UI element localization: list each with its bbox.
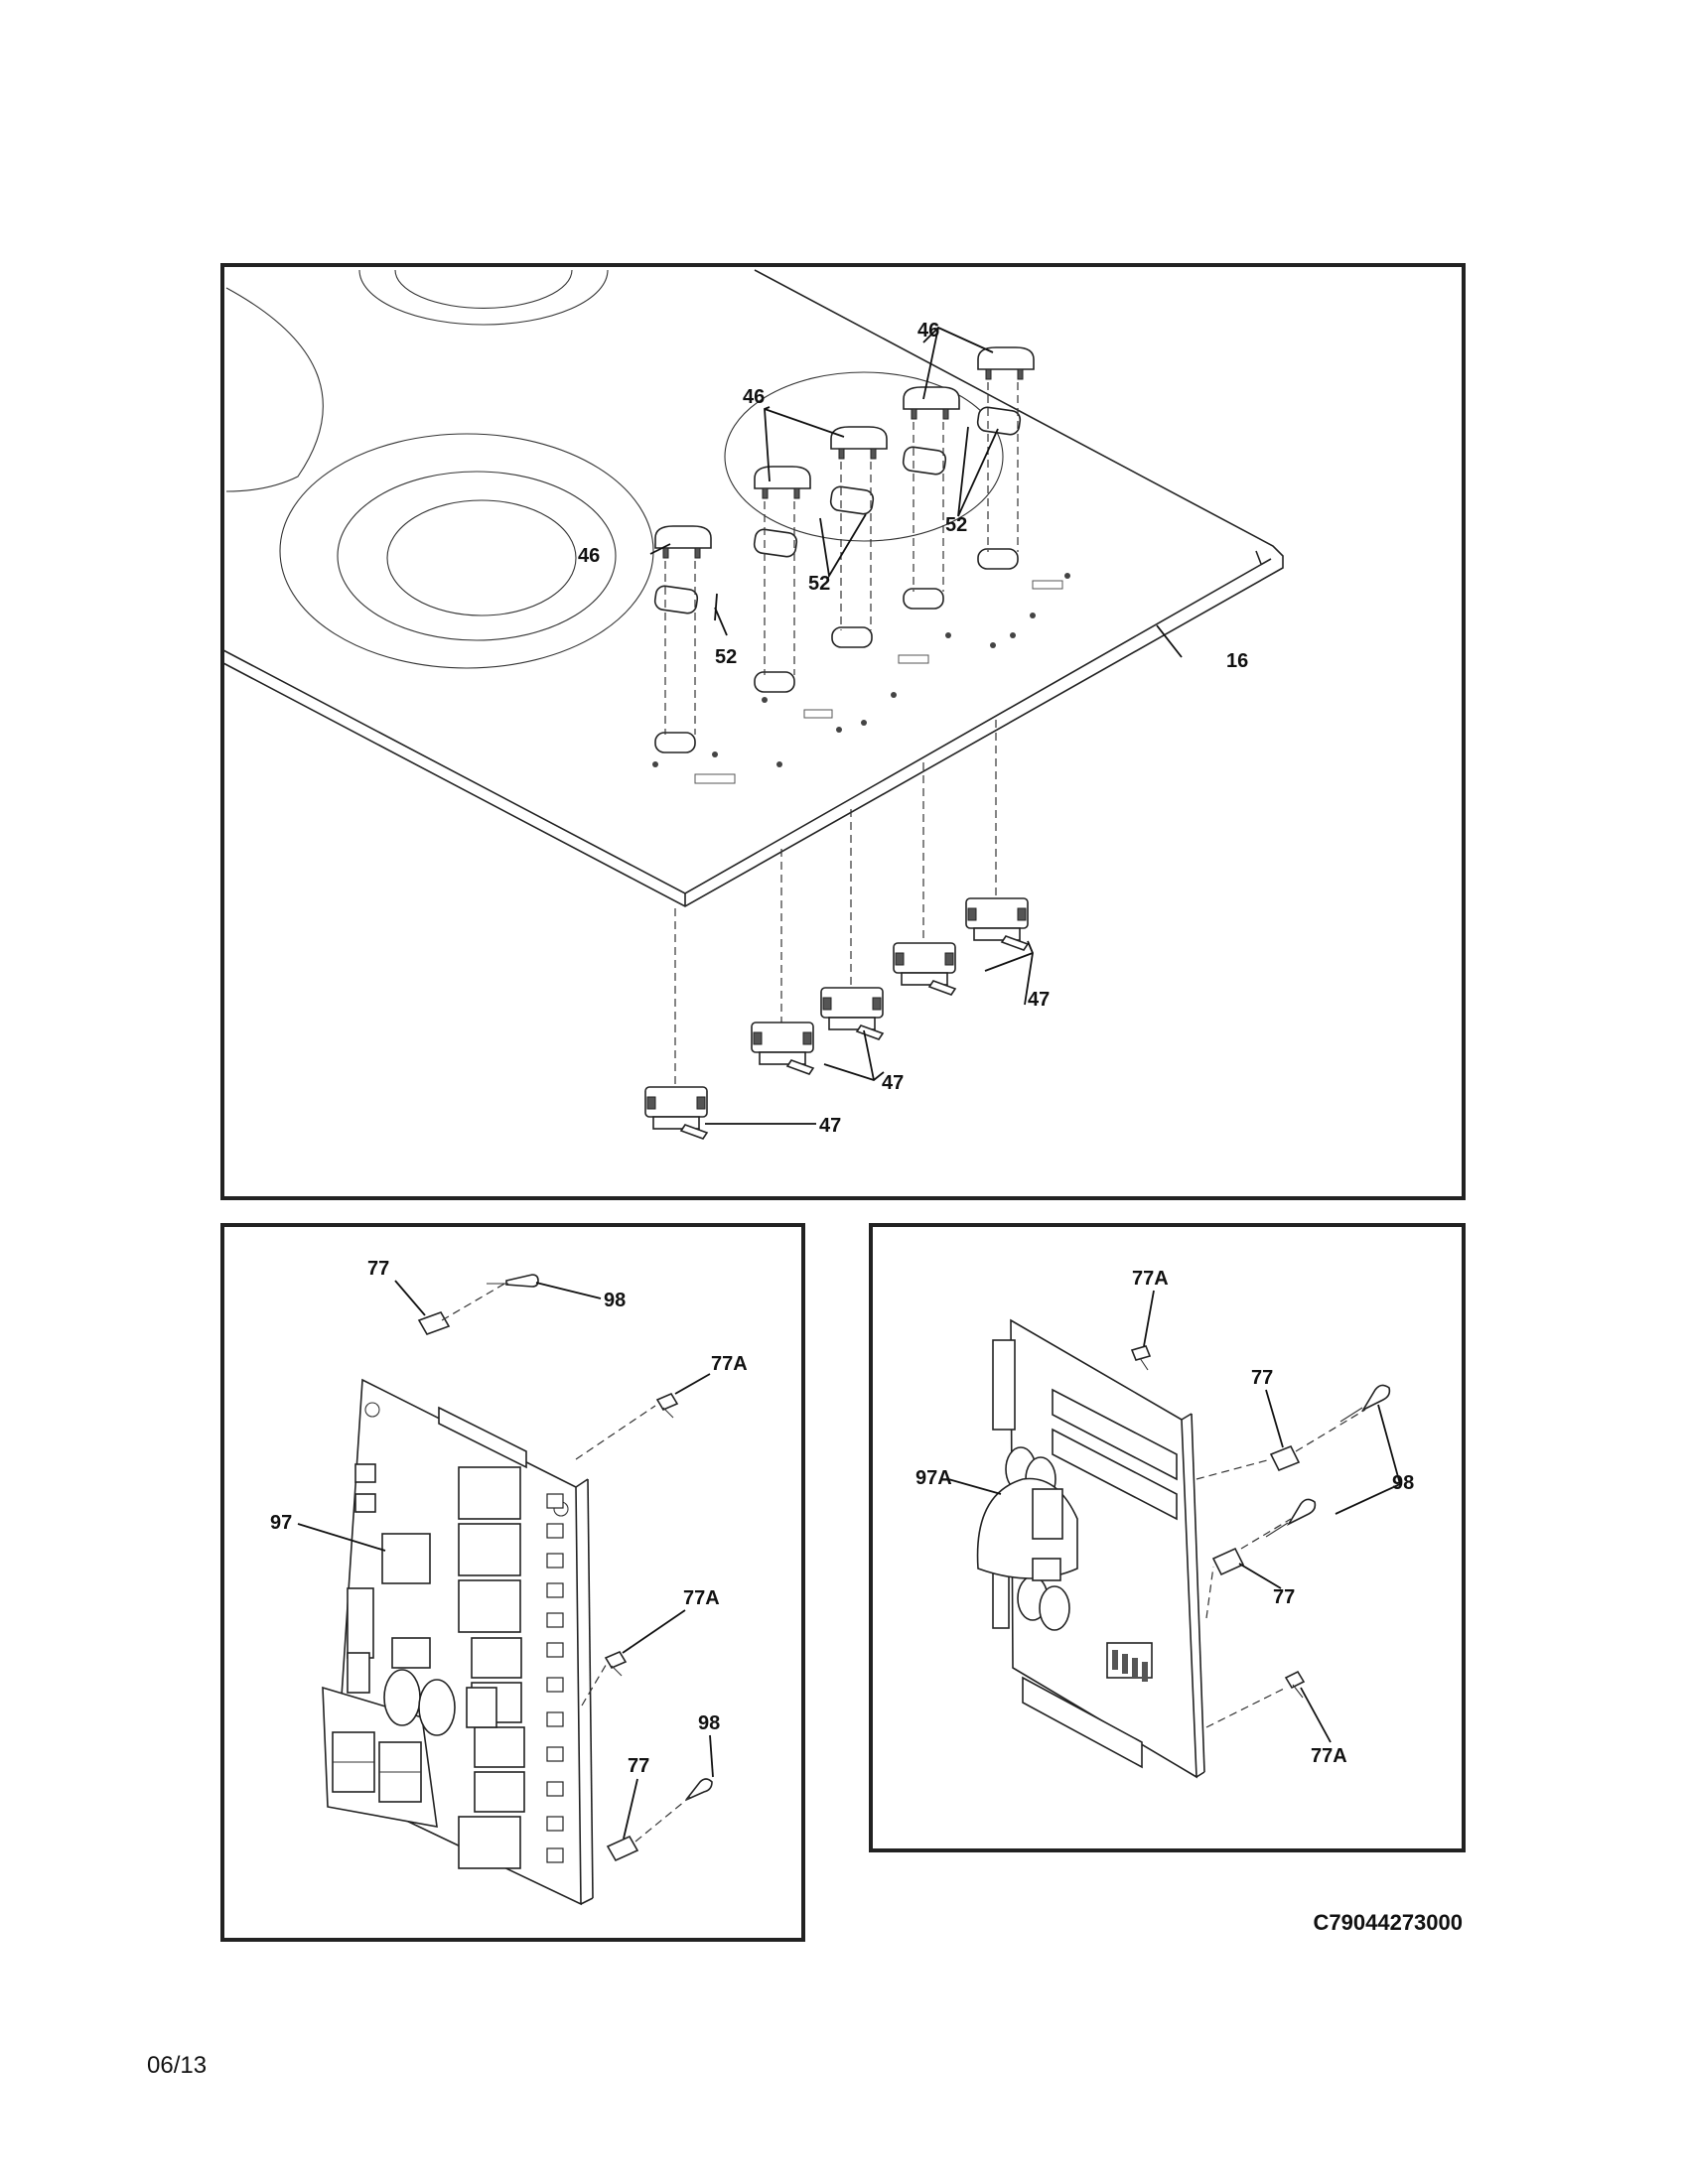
callout-98-bottom: 98 bbox=[698, 1712, 720, 1734]
callout-46-mid: 46 bbox=[743, 386, 765, 408]
callout-77a-mid: 77A bbox=[683, 1587, 720, 1609]
cooktop-glass bbox=[222, 269, 1284, 907]
callout-46-left: 46 bbox=[578, 545, 600, 567]
callout-77a-top: 77A bbox=[711, 1353, 748, 1375]
revision-date: 06/13 bbox=[147, 2052, 207, 2079]
left-board-panel: 77 98 77A 97 77A 98 77 bbox=[220, 1223, 805, 1942]
left-leader-lines bbox=[297, 1280, 714, 1840]
part-code: C79044273000 bbox=[1314, 1910, 1463, 1935]
top-panel: 46 46 46 52 52 52 16 47 47 47 bbox=[220, 263, 1466, 1200]
callout-16: 16 bbox=[1226, 650, 1248, 672]
top-panel-frame bbox=[220, 263, 1466, 1200]
callout-77a-top-right: 77A bbox=[1132, 1268, 1169, 1290]
top-leader-lines bbox=[649, 326, 1183, 1125]
callout-77-bottom-right: 77 bbox=[1273, 1586, 1295, 1608]
right-board-panel: 77A 77 97A 98 77 77A bbox=[869, 1223, 1466, 1852]
right-control-board bbox=[976, 1318, 1205, 1779]
switches bbox=[644, 897, 1030, 1140]
callout-52-right: 52 bbox=[945, 514, 967, 536]
callout-98-right: 98 bbox=[1392, 1472, 1414, 1494]
callout-52-left: 52 bbox=[715, 646, 737, 668]
glass-button-holes bbox=[654, 548, 1019, 753]
left-hardware bbox=[417, 1274, 713, 1862]
callout-52-mid: 52 bbox=[808, 573, 830, 595]
callout-77-bottom: 77 bbox=[628, 1755, 649, 1777]
callout-47-right: 47 bbox=[1028, 989, 1050, 1011]
callout-77-top-right: 77 bbox=[1251, 1367, 1273, 1389]
callout-46-top: 46 bbox=[917, 320, 939, 341]
callout-77a-bottom-right: 77A bbox=[1311, 1745, 1347, 1767]
callout-47-mid: 47 bbox=[882, 1072, 904, 1094]
callout-47-bottom: 47 bbox=[819, 1115, 841, 1137]
callout-98-top: 98 bbox=[604, 1290, 626, 1311]
button-caps bbox=[654, 346, 1035, 559]
right-leader-lines bbox=[947, 1290, 1402, 1743]
callout-97a: 97A bbox=[915, 1467, 952, 1489]
burner-rings bbox=[225, 269, 1004, 669]
left-board-frame bbox=[220, 1223, 805, 1942]
right-hardware bbox=[1130, 1345, 1391, 1728]
callout-77-top: 77 bbox=[367, 1258, 389, 1280]
alignment-lines bbox=[664, 382, 1019, 1087]
callout-97: 97 bbox=[270, 1512, 292, 1534]
glass-control-markings bbox=[652, 573, 1070, 784]
right-board-frame bbox=[869, 1223, 1466, 1852]
left-control-board bbox=[322, 1378, 594, 1906]
